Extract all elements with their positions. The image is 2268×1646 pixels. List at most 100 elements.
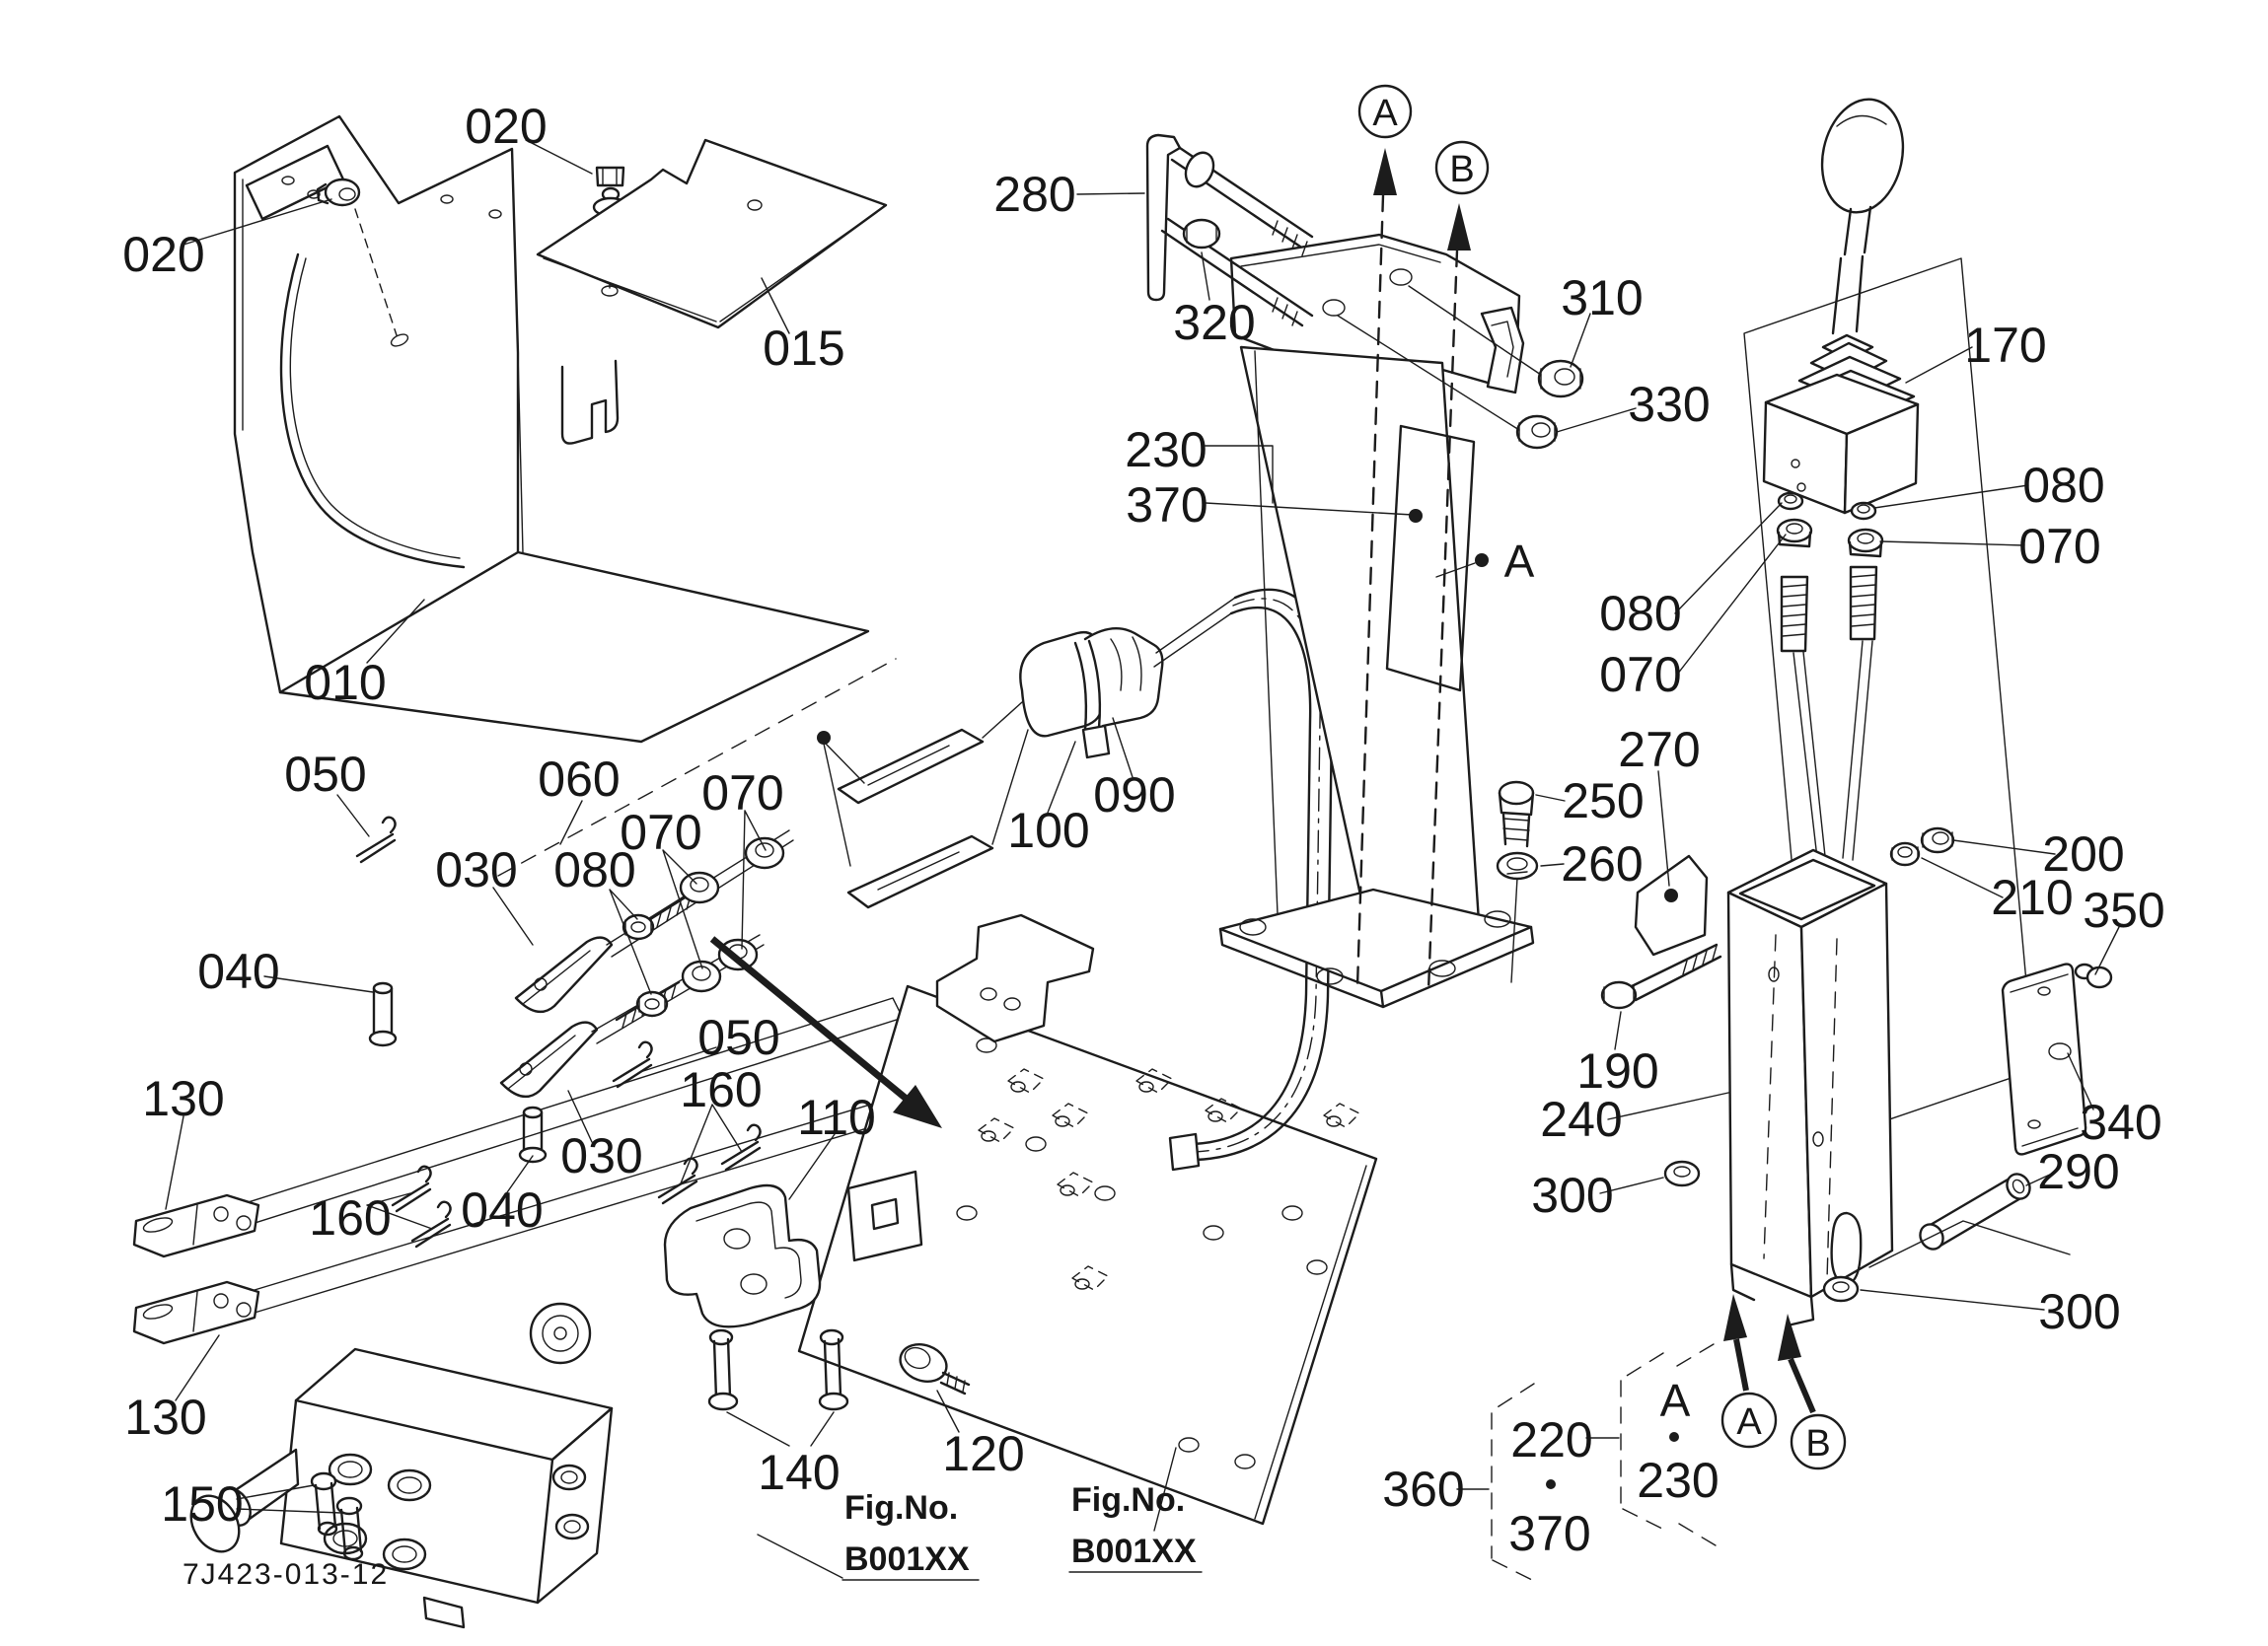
cable-clamp-030-lower	[499, 1021, 599, 1099]
view-marker-a-top: A	[1372, 93, 1398, 134]
group-separator-dot-2	[1669, 1432, 1679, 1442]
callout-050-lower: 050	[697, 1010, 779, 1065]
callout-030-lower: 030	[560, 1128, 642, 1183]
callout-160-left: 160	[309, 1190, 391, 1246]
nut-310	[1537, 359, 1584, 398]
callout-240: 240	[1540, 1092, 1622, 1147]
callout-100: 100	[1007, 803, 1089, 858]
group-separator-dot-1	[1546, 1479, 1556, 1489]
leader-lines	[165, 139, 2120, 1579]
column-230	[1229, 233, 1525, 947]
pad-270	[1634, 854, 1709, 957]
callout-020-top: 020	[465, 99, 547, 154]
plate-015	[536, 138, 888, 329]
callout-290: 290	[2037, 1144, 2119, 1199]
washer-210	[1889, 841, 1921, 867]
nut-200	[1920, 826, 1955, 854]
callout-120: 120	[942, 1426, 1024, 1481]
fig-ref-1-value: B001XX	[844, 1540, 970, 1578]
callout-080-left: 080	[553, 842, 635, 897]
screw-020-left	[316, 178, 398, 336]
cable-kit-dashed-line-060	[497, 658, 897, 877]
callout-210: 210	[1991, 870, 2073, 925]
callout-370-group: 370	[1508, 1506, 1590, 1561]
callout-230-main: 230	[1125, 422, 1207, 477]
view-marker-a-bottom: A	[1736, 1401, 1762, 1443]
callout-330: 330	[1628, 377, 1710, 432]
bracket-130-lower	[132, 1280, 260, 1345]
washers-070	[679, 836, 785, 993]
cable-clamp-030-upper	[514, 936, 614, 1014]
hole-to-nut330-line	[1337, 315, 1520, 431]
callout-010: 010	[304, 655, 386, 710]
callout-300-right: 300	[2038, 1284, 2120, 1339]
callout-150: 150	[161, 1476, 243, 1532]
nuts-080	[622, 913, 669, 1018]
view-marker-b-bottom: B	[1805, 1423, 1830, 1465]
callout-070-a: 070	[701, 765, 783, 821]
cover-plate-340	[2001, 963, 2087, 1156]
pin-040-lower	[518, 1106, 548, 1164]
fig-ref-2-label: Fig.No.	[1071, 1481, 1185, 1519]
cable-clamp-100	[1073, 639, 1111, 759]
pin-040-upper	[368, 981, 398, 1047]
view-marker-b-top: B	[1449, 149, 1474, 190]
nut-330	[1515, 414, 1559, 450]
callout-220: 220	[1510, 1412, 1592, 1467]
fig-ref-1-label: Fig.No.	[844, 1489, 958, 1527]
callout-310: 310	[1561, 270, 1643, 325]
bolts-140	[707, 1328, 849, 1411]
callout-060: 060	[538, 751, 620, 807]
hole-to-nut310-line	[1408, 285, 1542, 376]
callout-230-group: 230	[1637, 1453, 1719, 1508]
dashed-group-220-370	[1491, 1383, 1535, 1582]
view-arrow-a-bottom	[1720, 1294, 1778, 1449]
callout-280: 280	[993, 167, 1075, 222]
callout-190: 190	[1576, 1043, 1658, 1099]
bracket-130-upper	[132, 1193, 260, 1258]
view-ref-a-group: A	[1660, 1375, 1691, 1426]
cotter-pins-160-center	[657, 1123, 762, 1205]
fig-ref-2-value: B001XX	[1071, 1533, 1197, 1570]
callout-070-right: 070	[2018, 519, 2100, 574]
u-bolt-280	[1145, 133, 1314, 327]
washer-260	[1496, 851, 1539, 881]
callout-070-b: 070	[620, 805, 701, 860]
callout-040-upper: 040	[197, 944, 279, 999]
dashed-nut-glyphs	[978, 1068, 1360, 1291]
callout-160-center: 160	[680, 1062, 762, 1117]
callout-080-mid: 080	[1599, 586, 1681, 641]
cable-connector-090	[1019, 627, 1164, 738]
callout-370-main: 370	[1126, 477, 1207, 533]
callout-040-lower: 040	[461, 1182, 543, 1238]
view-arrow-b-bottom	[1778, 1314, 1847, 1470]
roller-290	[1868, 1173, 2071, 1268]
callout-labels: 020 020 015 010 280 320 310 330 230 370 …	[122, 99, 2164, 1561]
callout-300-left: 300	[1531, 1168, 1613, 1223]
callout-110: 110	[797, 1090, 876, 1145]
lever-bracket-110	[663, 1183, 822, 1328]
joystick-cables	[1780, 565, 1878, 861]
z-bracket	[935, 913, 1095, 1043]
guide-block	[846, 1170, 923, 1262]
callout-340: 340	[2080, 1095, 2161, 1150]
screw-350	[2067, 963, 2113, 989]
view-marker-letters: A B A B	[1372, 93, 1830, 1465]
plug-120	[899, 1342, 971, 1396]
callout-360: 360	[1382, 1462, 1464, 1517]
bolt-250	[1498, 780, 1535, 848]
joystick-cable-nuts	[1776, 491, 1884, 558]
view-arrow-a-top	[1355, 84, 1413, 988]
callout-200: 200	[2042, 826, 2124, 882]
cable-loop	[1153, 588, 1334, 1172]
control-valve-b001xx	[189, 1302, 614, 1629]
dashed-group-a-230	[1620, 1340, 1721, 1549]
view-arrow-b-top	[1427, 140, 1490, 993]
callout-050-upper: 050	[284, 747, 366, 802]
callout-020-left: 020	[122, 227, 204, 282]
callout-140: 140	[758, 1445, 840, 1500]
support-tube-240	[1663, 848, 1894, 1327]
cotter-pin-050-upper	[355, 816, 397, 864]
